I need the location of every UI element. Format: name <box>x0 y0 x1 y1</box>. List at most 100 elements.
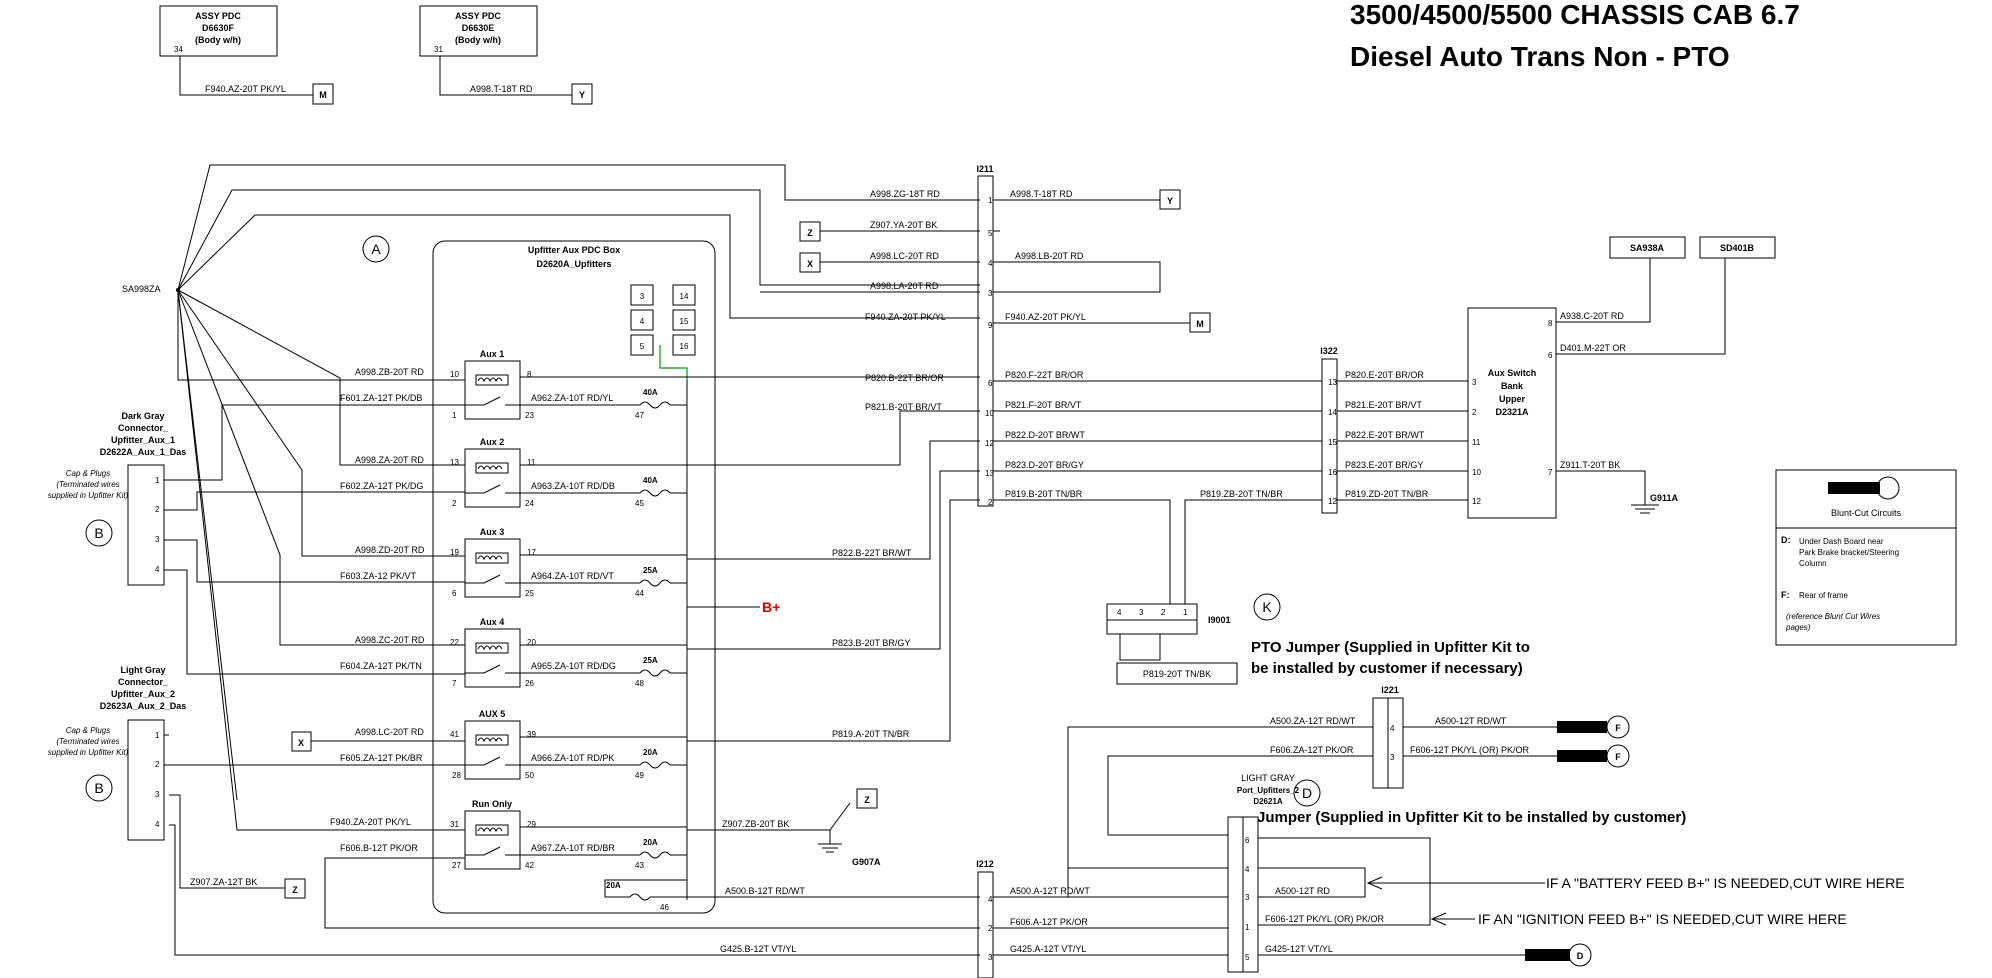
svg-text:1: 1 <box>452 411 457 420</box>
svg-text:X: X <box>807 259 813 269</box>
svg-text:Z: Z <box>292 885 298 895</box>
dark-gray-connector: Dark Gray Connector_ Upfitter_Aux_1 D262… <box>48 404 465 675</box>
svg-text:G425.B-12T VT/YL: G425.B-12T VT/YL <box>720 944 796 954</box>
callout-b-bottom: B <box>85 774 113 802</box>
svg-text:44: 44 <box>635 589 644 598</box>
svg-text:X: X <box>298 738 304 748</box>
fuse-rating: 40A <box>643 476 658 485</box>
relay-ctl-wire: F603.ZA-12 PK/VT <box>340 571 417 581</box>
svg-text:P821.B-20T BR/VT: P821.B-20T BR/VT <box>865 402 942 412</box>
relay-in-wire: A998.ZA-20T RD <box>355 455 424 465</box>
callout-b-top: B <box>85 519 113 547</box>
svg-text:G425.A-12T VT/YL: G425.A-12T VT/YL <box>1010 944 1086 954</box>
g425b-wire: G425.B-12T VT/YL <box>169 824 980 956</box>
svg-text:45: 45 <box>635 499 644 508</box>
fuse-rating: 20A <box>643 748 658 757</box>
svg-text:Dark Gray: Dark Gray <box>121 411 164 421</box>
svg-text:2: 2 <box>988 498 993 507</box>
svg-text:Column: Column <box>1799 559 1827 568</box>
svg-text:(reference Blunt Cut Wires: (reference Blunt Cut Wires <box>1786 612 1880 621</box>
svg-text:P820.B-22T BR/OR: P820.B-22T BR/OR <box>865 373 944 383</box>
svg-text:F606-12T PK/YL (OR) PK/OR: F606-12T PK/YL (OR) PK/OR <box>1265 914 1385 924</box>
svg-text:Blunt-Cut Circuits: Blunt-Cut Circuits <box>1831 508 1902 518</box>
svg-text:I211: I211 <box>976 164 993 174</box>
svg-text:A998.ZG-18T RD: A998.ZG-18T RD <box>870 189 940 199</box>
svg-text:A998.LA-20T RD: A998.LA-20T RD <box>870 281 939 291</box>
svg-text:Z911.T-20T BK: Z911.T-20T BK <box>1560 460 1620 470</box>
svg-text:P823.E-20T BR/GY: P823.E-20T BR/GY <box>1345 460 1423 470</box>
fuse-rating: 20A <box>643 838 658 847</box>
svg-text:12: 12 <box>1472 497 1481 506</box>
svg-text:D2621A: D2621A <box>1253 797 1283 806</box>
svg-text:Z907.ZA-12T BK: Z907.ZA-12T BK <box>190 877 257 887</box>
svg-text:Port_Upfitters_2: Port_Upfitters_2 <box>1237 786 1300 795</box>
relay-in-wire: F940.ZA-20T PK/YL <box>330 817 411 827</box>
callout-a: A <box>362 235 390 263</box>
svg-text:G911A: G911A <box>1650 493 1679 503</box>
svg-text:D2620A_Upfitters: D2620A_Upfitters <box>536 259 611 269</box>
pto-jumper-note-line1: PTO Jumper (Supplied in Upfitter Kit to <box>1251 639 1530 656</box>
svg-text:10: 10 <box>450 370 459 379</box>
relay-ctl-wire: F605.ZA-12T PK/BR <box>340 753 423 763</box>
z907za-wire: Z907.ZA-12T BK Z <box>169 794 306 899</box>
svg-text:28: 28 <box>452 771 461 780</box>
svg-text:47: 47 <box>635 411 644 420</box>
svg-text:3: 3 <box>1245 893 1250 902</box>
svg-text:14: 14 <box>680 292 689 301</box>
svg-text:3: 3 <box>1472 378 1477 387</box>
svg-text:I9001: I9001 <box>1208 615 1231 625</box>
svg-text:46: 46 <box>660 903 669 912</box>
fuse-link-line <box>659 345 688 380</box>
svg-text:4: 4 <box>155 820 160 829</box>
svg-text:17: 17 <box>527 548 536 557</box>
svg-text:2: 2 <box>155 760 160 769</box>
svg-text:pages): pages) <box>1785 623 1811 632</box>
connector-i221: I221 4 3 A500.ZA-12T RD/WT F606.ZA-12T P… <box>1067 685 1630 853</box>
relay-ctl-wire: F601.ZA-12T PK/DB <box>340 393 422 403</box>
svg-text:8: 8 <box>1548 319 1553 328</box>
svg-text:29: 29 <box>527 820 536 829</box>
relay-out-wire: A965.ZA-10T RD/DG <box>531 661 616 671</box>
assy-pdc-d6630f: ASSY PDC D6630F (Body w/h) 34 F940.AZ-20… <box>159 5 334 105</box>
svg-text:3: 3 <box>155 535 160 544</box>
svg-text:D6630F: D6630F <box>202 23 235 33</box>
svg-text:3: 3 <box>1139 608 1144 617</box>
svg-text:4: 4 <box>1245 865 1250 874</box>
svg-text:4: 4 <box>988 259 993 268</box>
svg-text:I221: I221 <box>1381 685 1399 695</box>
svg-text:Z907.YA-20T BK: Z907.YA-20T BK <box>870 220 937 230</box>
svg-text:Light Gray: Light Gray <box>120 665 165 675</box>
svg-text:G907A: G907A <box>852 857 881 867</box>
ground-g907a: Z907.ZB-20T BK Z G907A <box>687 788 881 867</box>
jumper-note: Jumper (Supplied in Upfitter Kit to be i… <box>1257 809 1686 826</box>
relay-name: Run Only <box>472 799 512 809</box>
svg-text:Cap & Plugs: Cap & Plugs <box>66 469 110 478</box>
svg-text:20A: 20A <box>606 881 621 890</box>
svg-text:A998.T-18T RD: A998.T-18T RD <box>470 84 533 94</box>
svg-text:3: 3 <box>988 953 993 962</box>
svg-text:Under Dash Board near: Under Dash Board near <box>1799 537 1884 546</box>
blunt-cut-legend: Blunt-Cut Circuits D: Under Dash Board n… <box>1775 469 1957 646</box>
svg-text:(Terminated wires: (Terminated wires <box>56 480 119 489</box>
aux5-x-marker: X <box>291 731 465 752</box>
svg-text:A500.B-12T RD/WT: A500.B-12T RD/WT <box>725 886 805 896</box>
splice-sa998za: SA998ZA <box>122 164 980 831</box>
diagram-title-line1: 3500/4500/5500 CHASSIS CAB 6.7 <box>1350 0 1800 30</box>
aux-switch-bank: Aux Switch Bank Upper D2321A 3 2 11 10 1… <box>1467 236 1776 519</box>
svg-text:SA998ZA: SA998ZA <box>122 284 161 294</box>
svg-text:50: 50 <box>525 771 534 780</box>
svg-text:F940.AZ-20T PK/YL: F940.AZ-20T PK/YL <box>1005 312 1086 322</box>
svg-text:D:: D: <box>1781 535 1791 545</box>
svg-text:4: 4 <box>988 895 993 904</box>
svg-text:IF AN "IGNITION FEED B+" IS NE: IF AN "IGNITION FEED B+" IS NEEDED,CUT W… <box>1478 911 1847 927</box>
svg-text:A500.ZA-12T RD/WT: A500.ZA-12T RD/WT <box>1270 716 1356 726</box>
svg-text:19: 19 <box>450 548 459 557</box>
svg-text:11: 11 <box>527 458 536 467</box>
svg-text:F: F <box>1615 723 1621 733</box>
relay-name: AUX 5 <box>479 709 506 719</box>
svg-text:6: 6 <box>988 379 993 388</box>
